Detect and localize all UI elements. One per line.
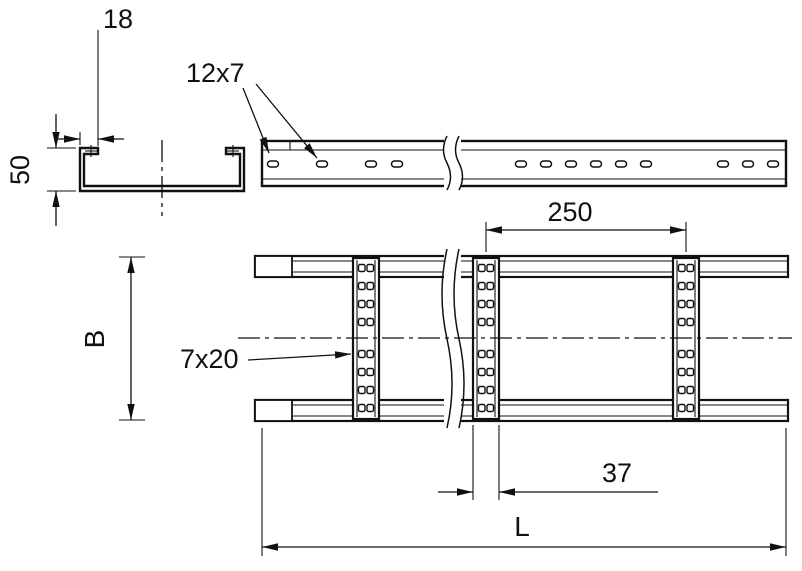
dimension-profile-height: 50 xyxy=(5,114,76,226)
dimension-rung-width: 37 xyxy=(438,425,658,500)
dim-L-label: L xyxy=(514,511,530,542)
dim-37-label: 37 xyxy=(602,458,632,488)
bottom-rail-end-cap xyxy=(254,399,293,422)
dim-50-label: 50 xyxy=(5,155,35,185)
bottom-rail xyxy=(253,398,790,423)
rail-profile-outline xyxy=(78,146,246,193)
dimension-width: B xyxy=(79,256,145,421)
dimension-length: L xyxy=(261,428,787,556)
label-7x20: 7x20 xyxy=(180,344,239,374)
dimension-rung-pitch: 250 xyxy=(485,197,687,252)
label-12x7: 12x7 xyxy=(186,58,245,88)
plan-view: 250 B 7x20 37 L xyxy=(79,197,792,556)
dimension-flange-lip: 18 xyxy=(56,4,133,146)
center-marks xyxy=(85,145,239,157)
dim-250-label: 250 xyxy=(547,197,592,227)
callout-rung-slot: 7x20 xyxy=(180,344,352,374)
break-line-side xyxy=(442,135,464,191)
top-rail-end-cap xyxy=(254,255,293,278)
callout-rail-slot: 12x7 xyxy=(186,58,318,159)
cross-section-view: 18 50 xyxy=(5,4,246,226)
top-rail xyxy=(253,254,790,279)
dim-18-label: 18 xyxy=(103,4,133,34)
side-view: 12x7 xyxy=(186,58,788,191)
dim-B-label: B xyxy=(79,330,110,349)
break-line-plan xyxy=(441,248,465,429)
